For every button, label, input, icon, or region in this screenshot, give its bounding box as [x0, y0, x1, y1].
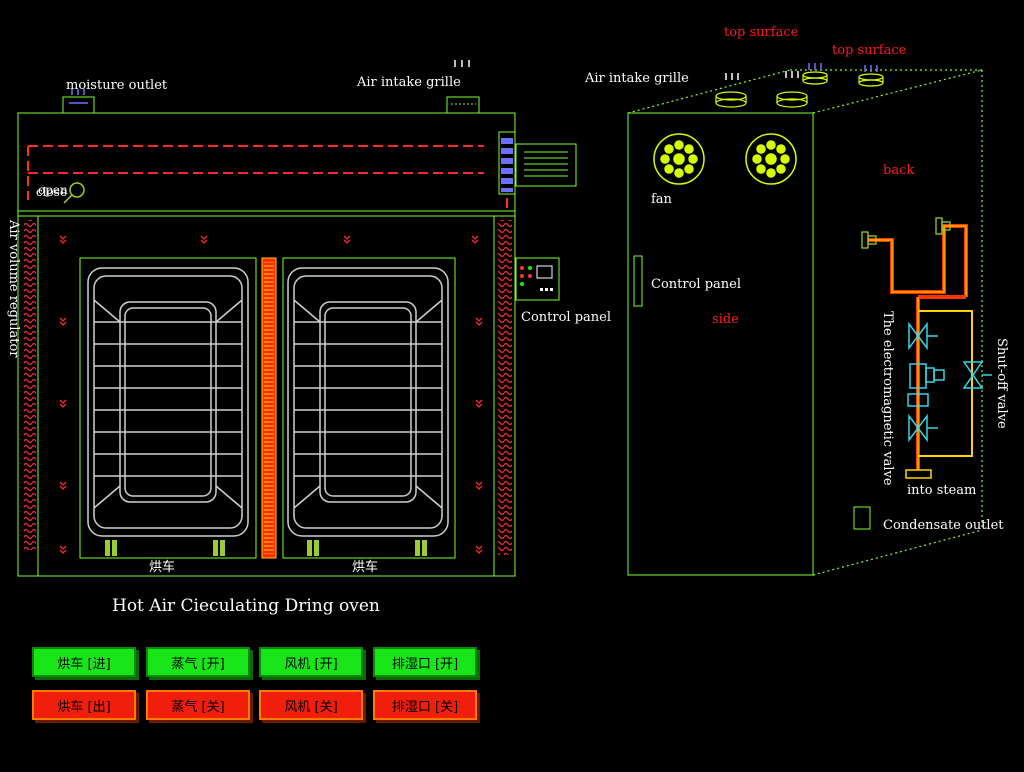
air-intake-label-side: Air intake grille [584, 71, 689, 86]
front-view [17, 96, 577, 577]
condensate-outlet-label: Condensate outlet [883, 518, 1004, 533]
front-control-panel [515, 257, 560, 301]
fan-motor-vents [501, 138, 513, 192]
airflow-paths [27, 145, 508, 210]
cart-frame-right [282, 257, 456, 559]
electromagnetic-valve-icon [907, 321, 945, 443]
moisture-outlet-label: moisture outlet [66, 78, 168, 93]
steam-piping [868, 224, 973, 479]
fan-off-button[interactable]: 风机 [关] [259, 690, 363, 720]
into-steam-label: into steam [907, 483, 976, 498]
cart-frame-left [79, 257, 257, 559]
top-surface-label-1: top surface [724, 25, 799, 40]
fan-icon-left [653, 133, 705, 185]
heat-arrows [59, 235, 483, 554]
air-intake-box [446, 96, 480, 114]
cart-wheels [105, 540, 427, 556]
back-label: back [883, 163, 914, 178]
perspective-lines [627, 69, 983, 576]
air-intake-label-front: Air intake grille [356, 75, 461, 90]
heating-strips [24, 220, 512, 559]
cart-in-button[interactable]: 烘车 [进] [32, 647, 136, 677]
open-label: open [38, 183, 68, 197]
cart-label-left: 烘车 [149, 559, 175, 575]
side-control-panel [633, 255, 643, 307]
fan-motor [515, 143, 577, 187]
shutoff-valve-label: Shut-off valve [994, 338, 1009, 429]
pipe-flanges [861, 217, 951, 249]
condensate-outlet [853, 506, 871, 530]
top-intake-arrows [725, 63, 878, 80]
dehumidify-open-button[interactable]: 排湿口 [开] [373, 647, 477, 677]
top-intakes [715, 71, 884, 108]
fan-icon-right [745, 133, 797, 185]
cart-out-button[interactable]: 烘车 [出] [32, 690, 136, 720]
diagram-labels: moisture outlet Air intake grille close … [6, 25, 1009, 616]
drying-cart-right [287, 267, 449, 537]
steam-close-button[interactable]: 蒸气 [关] [146, 690, 250, 720]
fan-label: fan [651, 192, 673, 207]
fan-on-button[interactable]: 风机 [开] [259, 647, 363, 677]
control-panel-label-side: Control panel [651, 277, 741, 292]
damper-knob-icon [63, 182, 85, 204]
close-label: close [36, 185, 67, 199]
oven-body-outline [17, 112, 516, 577]
moisture-outlet-box [62, 96, 95, 114]
diagram-title: Hot Air Cieculating Dring oven [112, 596, 380, 616]
dehumidify-close-button[interactable]: 排湿口 [关] [373, 690, 477, 720]
steam-open-button[interactable]: 蒸气 [开] [146, 647, 250, 677]
electromagnetic-valve-label: The electromagnetic valve [880, 311, 895, 486]
shutoff-valve-icon [962, 361, 992, 389]
air-intake-icon [454, 60, 470, 67]
cart-label-right: 烘车 [352, 559, 378, 575]
moisture-outlet-icon [69, 89, 88, 104]
top-surface-label-2: top surface [832, 43, 907, 58]
air-volume-regulator-label: Air volume regulator [6, 219, 21, 358]
control-panel-lights [520, 265, 553, 291]
side-view [627, 112, 871, 576]
control-panel-label-front: Control panel [521, 310, 611, 325]
side-panel-outline [627, 112, 814, 576]
side-label: side [712, 312, 739, 327]
drying-cart-left [87, 267, 249, 537]
